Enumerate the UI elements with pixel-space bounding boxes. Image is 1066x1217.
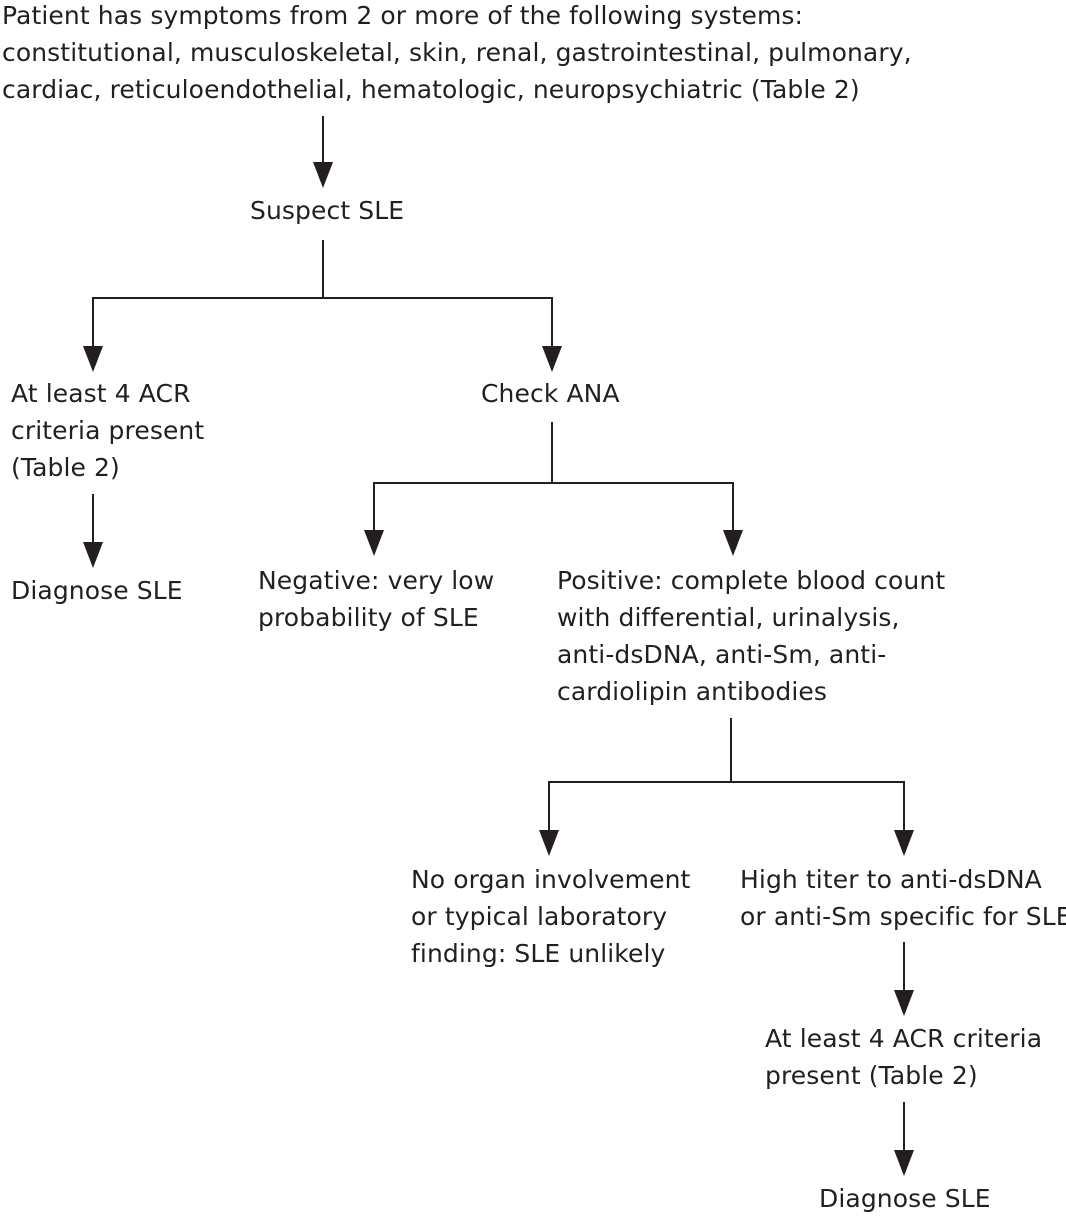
arrowhead-acr-left xyxy=(83,346,103,372)
node-text-line: or typical laboratory xyxy=(411,902,668,931)
arrowhead-diagnose-left xyxy=(83,542,103,568)
node-text-line: Suspect SLE xyxy=(250,196,405,225)
node-text-line: Diagnose SLE xyxy=(11,576,183,605)
arrowhead-no-organ xyxy=(539,830,559,856)
node-text-line: High titer to anti-dsDNA xyxy=(740,865,1042,894)
node-text-line: At least 4 ACR xyxy=(11,379,191,408)
arrowhead-diagnose-right xyxy=(894,1150,914,1176)
node-text-line: Diagnose SLE xyxy=(819,1184,991,1213)
node-text-line: probability of SLE xyxy=(258,603,479,632)
arrowhead-suspect xyxy=(313,162,333,188)
node-no-organ-involvement: No organ involvement or typical laborato… xyxy=(411,861,690,972)
connector-suspect-branch xyxy=(92,297,553,356)
node-diagnose-left: Diagnose SLE xyxy=(11,572,183,609)
arrowhead-check-ana xyxy=(542,346,562,372)
node-diagnose-right: Diagnose SLE xyxy=(819,1180,991,1217)
node-text-line: criteria present xyxy=(11,416,205,445)
node-text-line: Positive: complete blood count xyxy=(557,566,946,595)
node-text-line: At least 4 ACR criteria xyxy=(765,1024,1043,1053)
arrowhead-positive xyxy=(723,530,743,556)
connector-ana-branch xyxy=(373,482,734,540)
node-symptoms: Patient has symptoms from 2 or more of t… xyxy=(2,0,912,108)
node-acr-left: At least 4 ACR criteria present (Table 2… xyxy=(11,375,204,486)
node-text-line: (Table 2) xyxy=(11,453,120,482)
node-positive: Positive: complete blood count with diff… xyxy=(557,562,945,710)
arrowhead-high-titer xyxy=(894,830,914,856)
node-text-line: or anti-Sm specific for SLE xyxy=(740,902,1066,931)
node-text-line: cardiolipin antibodies xyxy=(557,677,828,706)
node-negative: Negative: very low probability of SLE xyxy=(258,562,494,636)
node-text-line: present (Table 2) xyxy=(765,1061,978,1090)
arrowhead-acr-right xyxy=(894,990,914,1016)
node-text-line: Patient has symptoms from 2 or more of t… xyxy=(2,1,804,30)
arrowhead-negative xyxy=(364,530,384,556)
node-text-line: anti-dsDNA, anti-Sm, anti- xyxy=(557,640,887,669)
node-text-line: cardiac, reticuloendothelial, hematologi… xyxy=(2,75,860,104)
node-text-line: finding: SLE unlikely xyxy=(411,939,666,968)
node-high-titer: High titer to anti-dsDNA or anti-Sm spec… xyxy=(740,861,1066,935)
node-text-line: Check ANA xyxy=(481,379,620,408)
connector-positive-branch xyxy=(548,781,905,840)
node-acr-right: At least 4 ACR criteria present (Table 2… xyxy=(765,1020,1042,1094)
node-text-line: constitutional, musculoskeletal, skin, r… xyxy=(2,38,912,67)
node-suspect-sle: Suspect SLE xyxy=(250,192,404,229)
node-text-line: No organ involvement xyxy=(411,865,691,894)
node-text-line: Negative: very low xyxy=(258,566,495,595)
node-text-line: with differential, urinalysis, xyxy=(557,603,900,632)
node-check-ana: Check ANA xyxy=(481,375,620,412)
